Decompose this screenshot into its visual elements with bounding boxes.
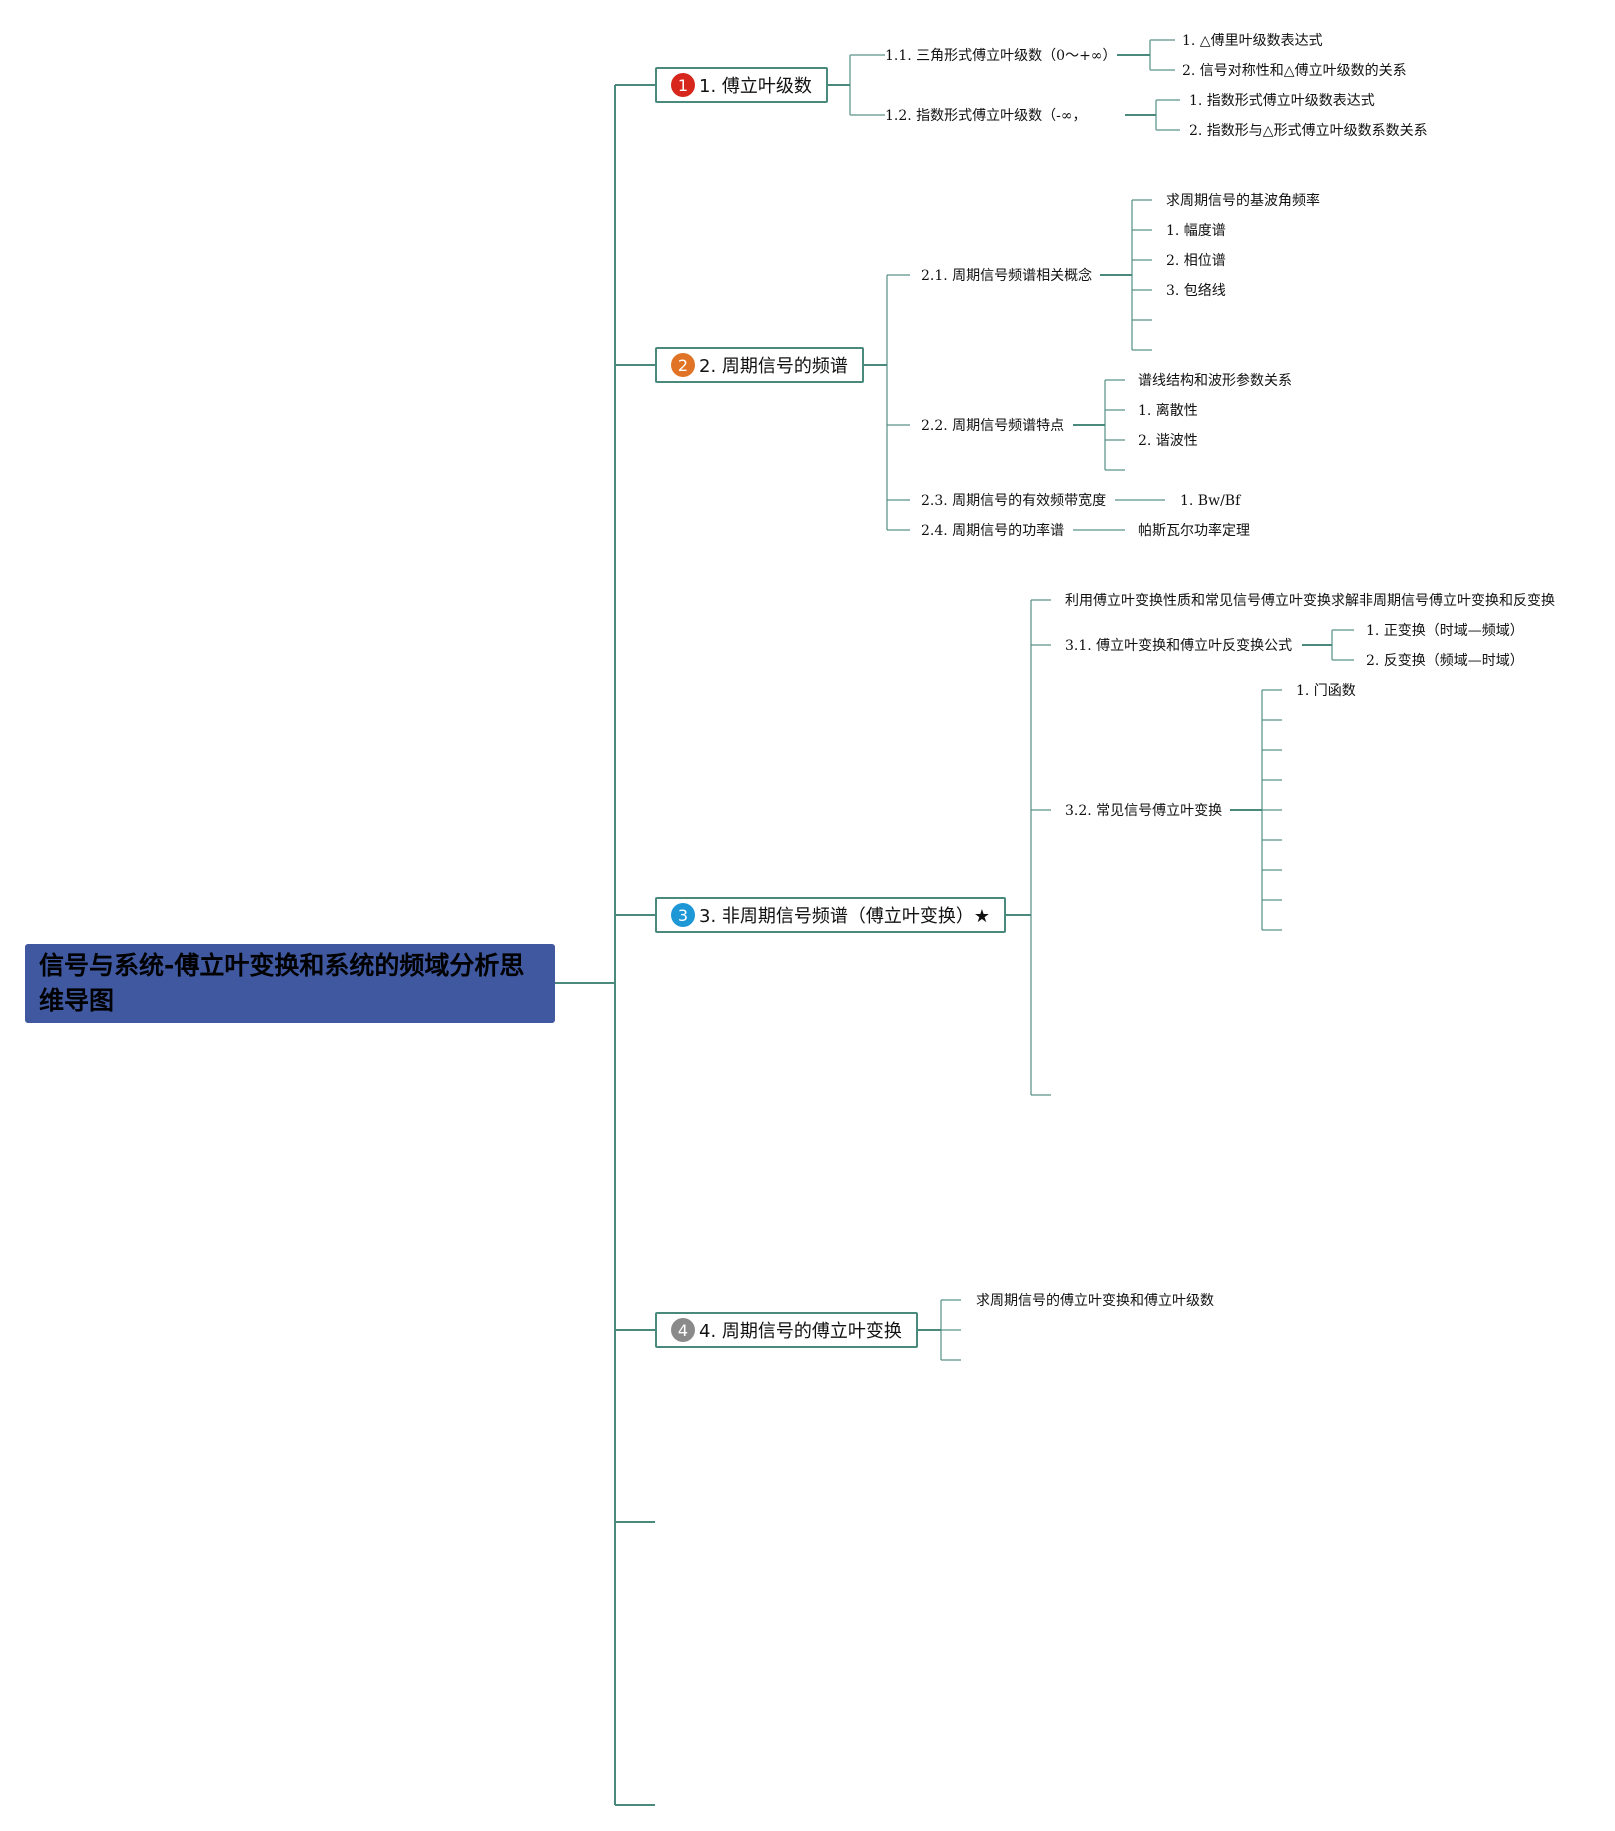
connector-line-9 bbox=[849, 54, 885, 116]
topic-4-0[interactable]: 求周期信号的傅立叶变换和傅立叶级数 bbox=[976, 1293, 1214, 1309]
priority-2-badge: 2 bbox=[671, 353, 695, 377]
topic-3-0[interactable]: 利用傅立叶变换性质和常见信号傅立叶变换求解非周期信号傅立叶变换和反变换 bbox=[1065, 593, 1555, 609]
connector-line-13 bbox=[1155, 99, 1180, 131]
topic-2-4[interactable]: 2.4. 周期信号的功率谱 bbox=[921, 523, 1065, 539]
topic-2-1[interactable]: 2.1. 周期信号频谱相关概念 bbox=[921, 268, 1093, 284]
branch-4-label: 4. 周期信号的傅立叶变换 bbox=[699, 1321, 902, 1342]
branch-4-node[interactable]: 4 4. 周期信号的傅立叶变换 bbox=[655, 1312, 918, 1348]
branch-1-label: 1. 傅立叶级数 bbox=[699, 76, 812, 97]
topic-1-1[interactable]: 1.1. 三角形式傅立叶级数（0〜+∞） bbox=[885, 48, 1117, 64]
topic-2-2-2[interactable]: 2. 谐波性 bbox=[1138, 433, 1198, 449]
branch-2-label: 2. 周期信号的频谱 bbox=[699, 356, 848, 377]
topic-3-1-1[interactable]: 1. 正变换（时域—频域） bbox=[1366, 623, 1524, 639]
topic-2-2[interactable]: 2.2. 周期信号频谱特点 bbox=[921, 418, 1065, 434]
topic-1-1-2[interactable]: 2. 信号对称性和△傅立叶级数的关系 bbox=[1182, 63, 1407, 79]
topic-2-2-0[interactable]: 谱线结构和波形参数关系 bbox=[1138, 373, 1292, 389]
topic-1-2-1[interactable]: 1. 指数形式傅立叶级数表达式 bbox=[1189, 93, 1375, 109]
priority-1-badge: 1 bbox=[671, 73, 695, 97]
topic-3-2-1[interactable]: 1. 门函数 bbox=[1296, 683, 1356, 699]
priority-4-badge: 4 bbox=[671, 1318, 695, 1342]
branch-1-node[interactable]: 1 1. 傅立叶级数 bbox=[655, 67, 828, 103]
topic-2-3[interactable]: 2.3. 周期信号的有效频带宽度 bbox=[921, 493, 1107, 509]
topic-3-1-2[interactable]: 2. 反变换（频域—时域） bbox=[1366, 653, 1524, 669]
topic-2-1-2[interactable]: 2. 相位谱 bbox=[1166, 253, 1226, 269]
priority-3-badge: 3 bbox=[671, 903, 695, 927]
topic-3-2[interactable]: 3.2. 常见信号傅立叶变换 bbox=[1065, 803, 1223, 819]
topic-1-1-1[interactable]: 1. △傅里叶级数表达式 bbox=[1182, 33, 1323, 49]
connector-line-11 bbox=[1149, 39, 1175, 71]
topic-1-2-2[interactable]: 2. 指数形与△形式傅立叶级数系数关系 bbox=[1189, 123, 1428, 139]
branch-3-label: 3. 非周期信号频谱（傅立叶变换）★ bbox=[699, 906, 991, 927]
topic-1-2[interactable]: 1.2. 指数形式傅立叶级数（-∞， bbox=[885, 108, 1087, 124]
topic-2-1-1[interactable]: 1. 幅度谱 bbox=[1166, 223, 1226, 239]
topic-2-1-0[interactable]: 求周期信号的基波角频率 bbox=[1166, 193, 1320, 209]
branch-3-node[interactable]: 3 3. 非周期信号频谱（傅立叶变换）★ bbox=[655, 897, 1007, 933]
branch-2-node[interactable]: 2 2. 周期信号的频谱 bbox=[655, 347, 864, 383]
connector-line-43 bbox=[1331, 629, 1354, 661]
topic-3-1[interactable]: 3.1. 傅立叶变换和傅立叶反变换公式 bbox=[1065, 638, 1293, 654]
topic-2-1-3[interactable]: 3. 包络线 bbox=[1166, 283, 1226, 299]
root-title: 信号与系统-傅立叶变换和系统的频域分析思维导图 bbox=[39, 951, 525, 1015]
topic-2-4-1[interactable]: 帕斯瓦尔功率定理 bbox=[1138, 523, 1250, 539]
root-topic[interactable]: 信号与系统-傅立叶变换和系统的频域分析思维导图 bbox=[25, 944, 555, 1023]
topic-2-3-1[interactable]: 1. Bw/Bf bbox=[1180, 493, 1241, 509]
topic-2-2-1[interactable]: 1. 离散性 bbox=[1138, 403, 1198, 419]
